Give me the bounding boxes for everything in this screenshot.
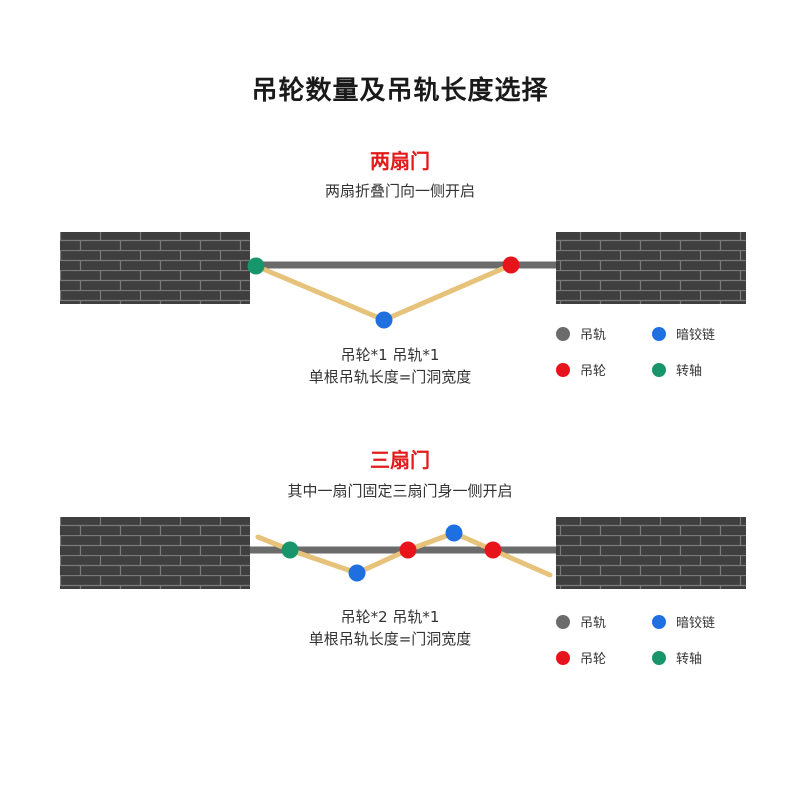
legend-item-rail: 吊轨 [556, 612, 606, 631]
wheel-dot [399, 541, 417, 559]
door-panel-1 [253, 263, 387, 323]
section-two-door-caption: 吊轮*1 吊轨*1 单根吊轨长度=门洞宽度 [250, 344, 530, 388]
legend-label: 吊轮 [580, 364, 607, 379]
right-brick-wall [556, 232, 746, 304]
section-three-door-subheading: 其中一扇门固定三扇门身一侧开启 [287, 482, 513, 500]
legend-item-pivot: 转轴 [652, 360, 702, 379]
legend-item-rail: 吊轨 [556, 324, 606, 343]
rail-swatch-icon [556, 326, 570, 341]
three-door-diagram [60, 517, 746, 589]
rail-swatch-icon [556, 614, 570, 629]
hinge-dot [348, 564, 366, 582]
door-panel-4 [451, 530, 553, 578]
two-door-diagram [60, 232, 746, 329]
left-brick-wall [60, 517, 250, 589]
hinge-dot [375, 311, 393, 329]
hinge-swatch-icon [652, 614, 666, 629]
hinge-swatch-icon [652, 326, 666, 341]
legend-item-wheel: 吊轮 [556, 360, 606, 379]
door-panel-2 [381, 262, 514, 323]
hinge-dot [445, 524, 463, 542]
caption-line-1: 吊轮*1 吊轨*1 [340, 346, 440, 364]
door-panel-1 [287, 547, 360, 576]
wheel-swatch-icon [556, 650, 570, 665]
legend-three-door: 吊轨 暗铰链 吊轮 转轴 [556, 608, 756, 678]
section-three-door-heading: 三扇门 [370, 448, 430, 472]
page-title: 吊轮数量及吊轨长度选择 [251, 76, 549, 106]
section-two-door-heading: 两扇门 [370, 149, 430, 173]
legend-item-hinge: 暗铰链 [652, 612, 715, 631]
wheel-dot [484, 541, 502, 559]
legend-label: 吊轨 [580, 328, 607, 343]
caption-line-2: 单根吊轨长度=门洞宽度 [308, 368, 472, 386]
left-brick-wall [60, 232, 250, 304]
pivot-dot [281, 541, 299, 559]
legend-label: 吊轮 [580, 652, 607, 667]
caption-line-1: 吊轮*2 吊轨*1 [340, 608, 440, 626]
right-brick-wall [556, 517, 746, 589]
pivot-swatch-icon [652, 650, 666, 665]
caption-line-2: 单根吊轨长度=门洞宽度 [308, 630, 472, 648]
legend-two-door: 吊轨 暗铰链 吊轮 转轴 [556, 320, 756, 390]
legend-item-wheel: 吊轮 [556, 648, 606, 667]
legend-label: 吊轨 [580, 616, 607, 631]
section-two-door-subheading: 两扇折叠门向一侧开启 [324, 182, 475, 200]
legend-label: 暗铰链 [676, 616, 716, 631]
section-three-door-caption: 吊轮*2 吊轨*1 单根吊轨长度=门洞宽度 [250, 606, 530, 650]
pivot-swatch-icon [652, 362, 666, 377]
legend-label: 转轴 [676, 364, 703, 379]
legend-label: 转轴 [676, 652, 703, 667]
legend-item-pivot: 转轴 [652, 648, 702, 667]
wheel-dot [502, 256, 520, 274]
door-panel-2 [354, 547, 411, 576]
wheel-swatch-icon [556, 362, 570, 377]
pivot-dot [247, 257, 265, 275]
legend-label: 暗铰链 [676, 328, 716, 343]
legend-item-hinge: 暗铰链 [652, 324, 715, 343]
